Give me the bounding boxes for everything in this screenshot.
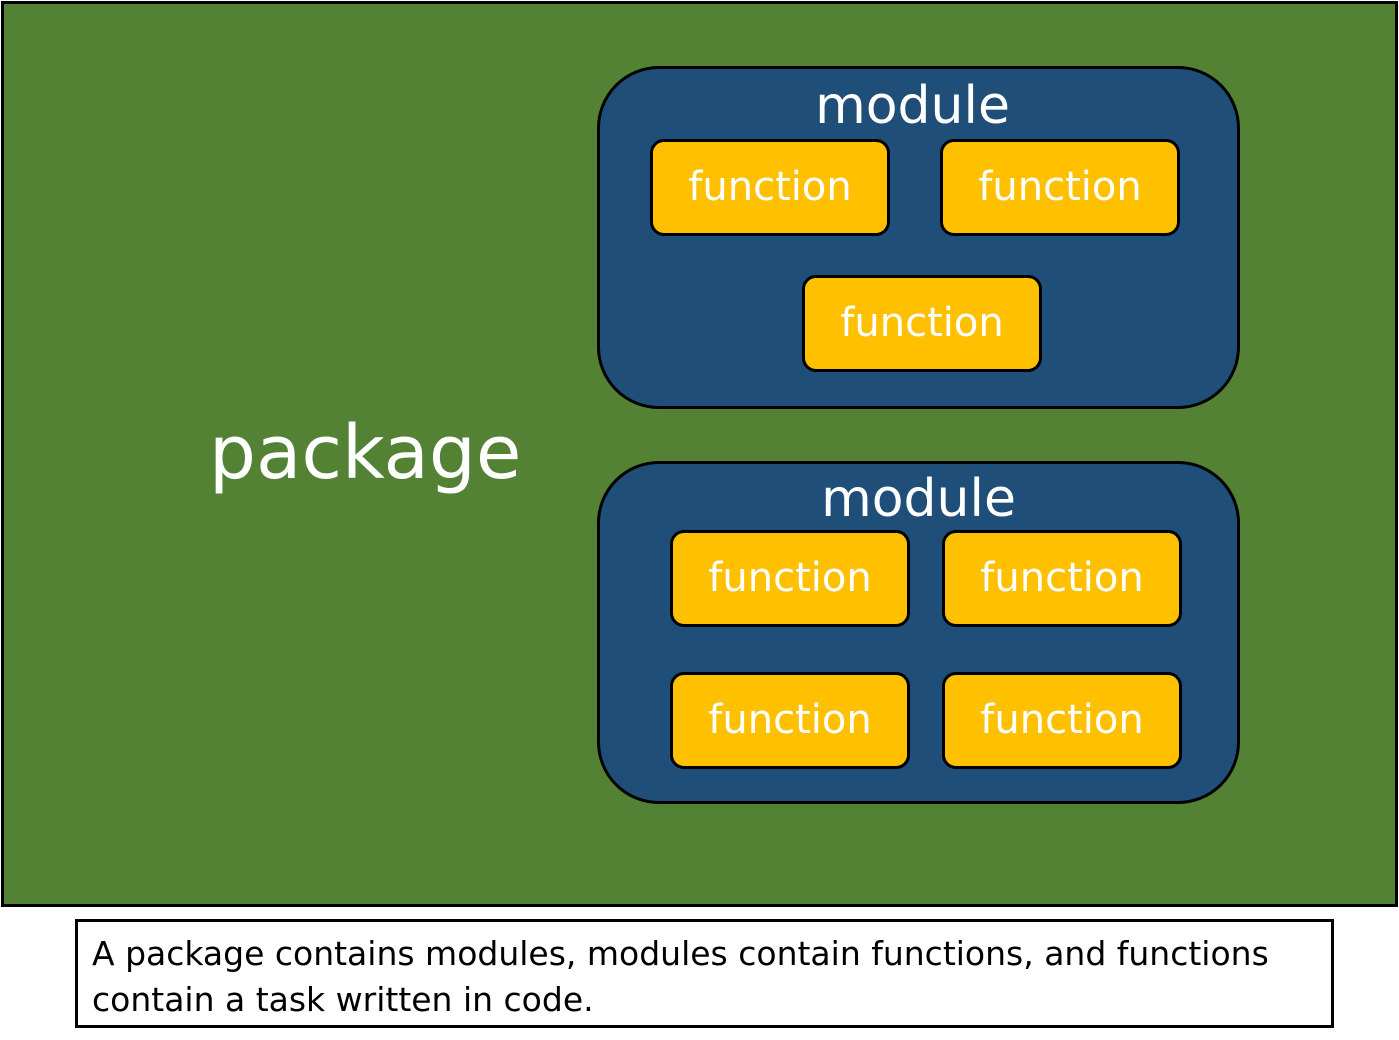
function-box: function (650, 139, 890, 236)
function-box: function (942, 672, 1182, 769)
function-box: function (802, 275, 1042, 372)
function-box: function (942, 530, 1182, 627)
package-label: package (209, 410, 522, 496)
module-label: module (815, 76, 1010, 136)
function-box: function (670, 530, 910, 627)
function-box: function (670, 672, 910, 769)
module-box-2: module function function function functi… (597, 461, 1240, 804)
module-label: module (821, 469, 1016, 529)
caption-text: A package contains modules, modules cont… (75, 919, 1334, 1028)
module-box-1: module function function function (597, 66, 1240, 409)
function-box: function (940, 139, 1180, 236)
